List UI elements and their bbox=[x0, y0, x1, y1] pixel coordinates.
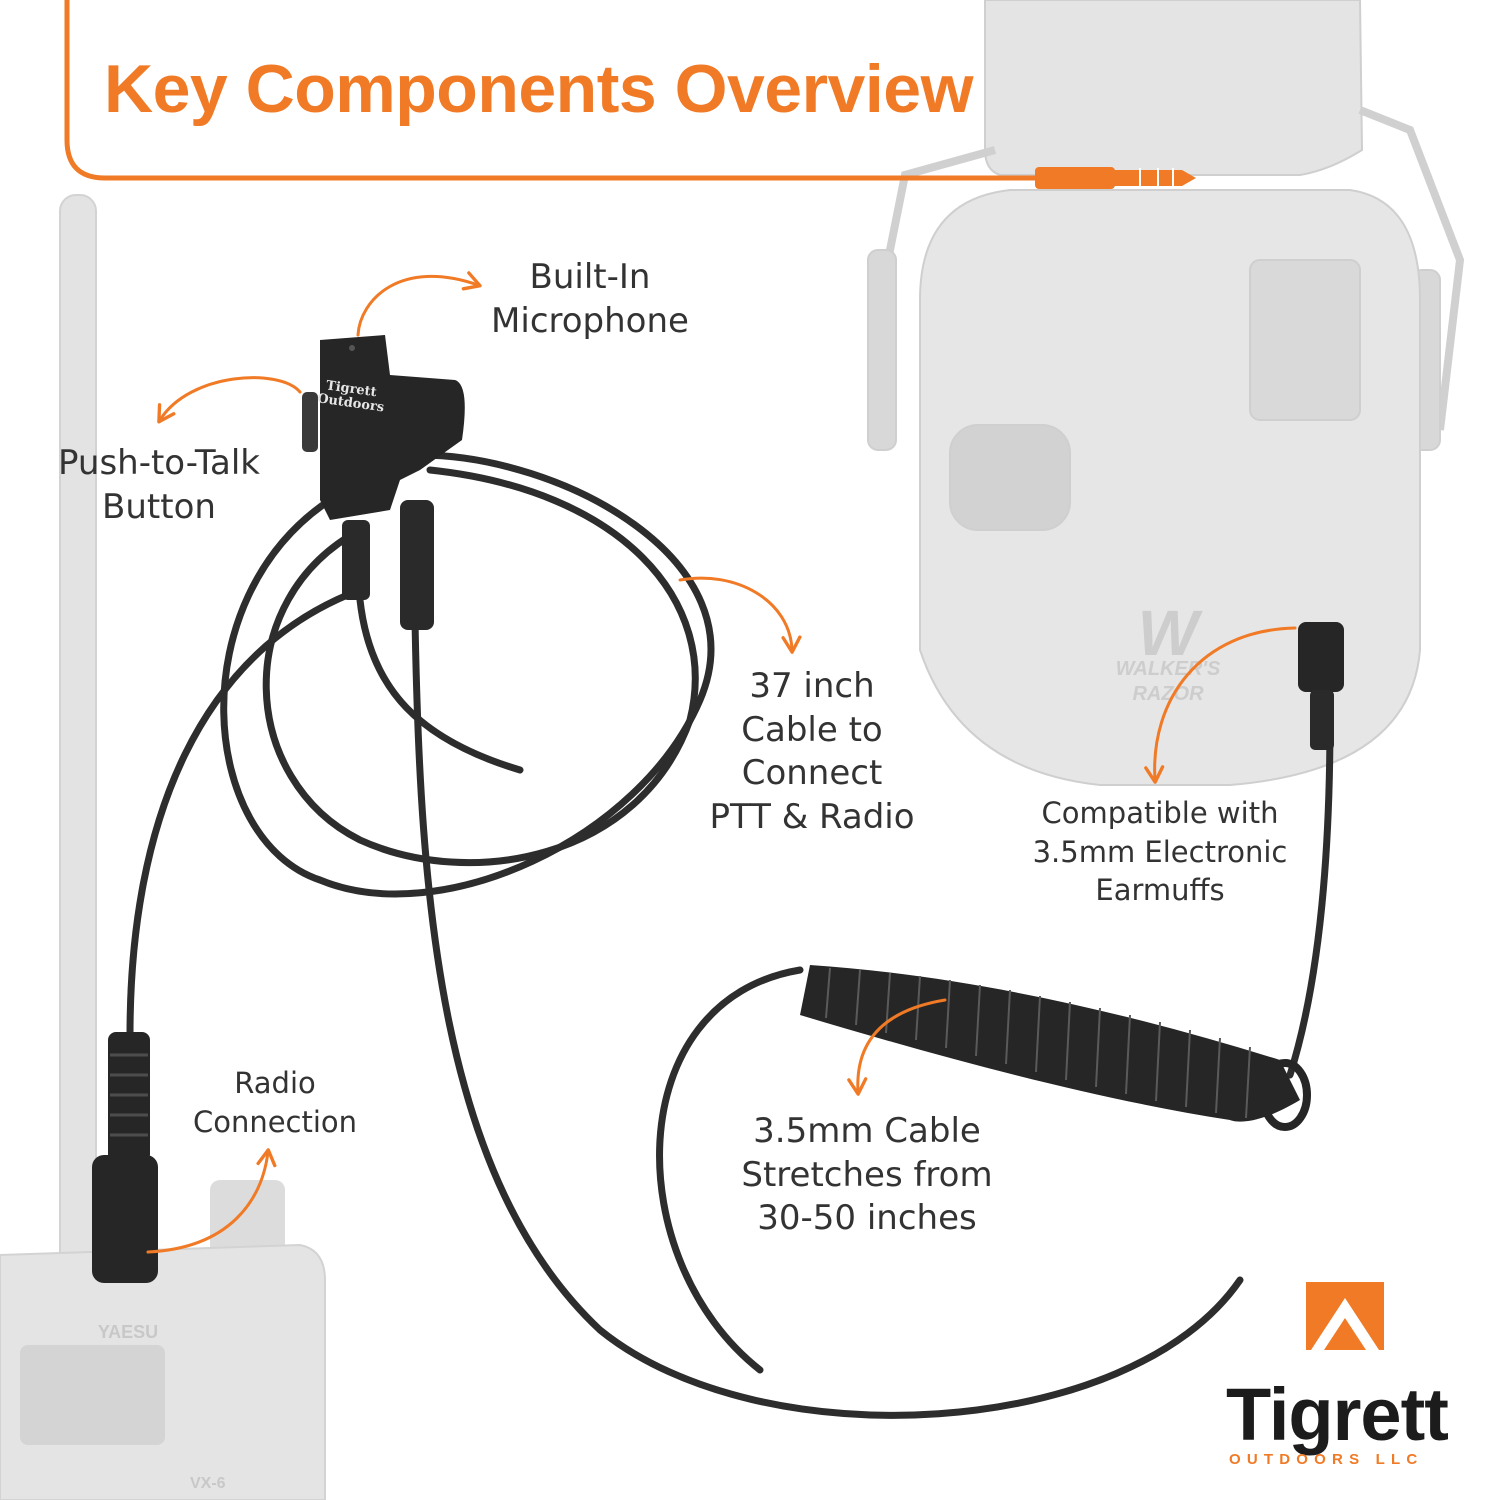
svg-text:WALKER'S: WALKER'S bbox=[1116, 658, 1221, 680]
radio-brand: YAESU bbox=[98, 1322, 158, 1342]
radio-knob bbox=[210, 1180, 285, 1260]
cable-loop-inner bbox=[262, 466, 699, 866]
coil-band bbox=[800, 965, 1300, 1122]
ptt-device: Tigrett Outdoors bbox=[302, 335, 465, 630]
svg-text:W: W bbox=[1138, 597, 1203, 669]
cable-to-radio bbox=[126, 586, 364, 1039]
arrow-icon-ptt bbox=[157, 376, 302, 424]
label-push-to-talk: Push-to-Talk Button bbox=[57, 443, 260, 527]
arrow-icon-microphone bbox=[356, 271, 482, 337]
earmuff-button-panel bbox=[1249, 259, 1361, 421]
arrow-icon-coil bbox=[847, 998, 947, 1096]
arrow-icon-cable bbox=[678, 576, 802, 654]
cable-coil-loop bbox=[656, 966, 804, 1374]
label-earmuff-compatibility: Compatible with 3.5mm Electronic Earmuff… bbox=[1032, 796, 1288, 908]
ptt-strain-relief bbox=[342, 520, 370, 600]
svg-text:RAZOR: RAZOR bbox=[1132, 683, 1204, 705]
microphone-hole bbox=[349, 345, 355, 351]
earmuff-headband bbox=[984, 0, 1364, 176]
ptt-side-button bbox=[302, 392, 318, 452]
radio-antenna bbox=[59, 194, 97, 1306]
earmuff-brand: W WALKER'S RAZOR bbox=[1116, 597, 1221, 705]
earmuff-slider-left bbox=[867, 249, 897, 451]
cable-to-earmuff bbox=[1286, 716, 1334, 1079]
earmuff-wire-right bbox=[1358, 106, 1465, 431]
earmuff-speaker-grille bbox=[949, 424, 1071, 531]
arrows bbox=[146, 271, 1297, 1254]
cables bbox=[126, 451, 1334, 1419]
arrow-icon-radio bbox=[146, 1148, 277, 1254]
arrow-icon-earmuffs bbox=[1144, 626, 1297, 784]
plug-icon bbox=[1035, 167, 1196, 189]
brand-logo-subtitle: OUTDOORS LLC bbox=[1229, 1451, 1424, 1468]
radio-connector bbox=[92, 1032, 158, 1283]
coil-end bbox=[1259, 1059, 1311, 1131]
ptt-body bbox=[320, 335, 465, 520]
cable-long-loop bbox=[411, 616, 1244, 1419]
brand-logo: Tigrett bbox=[1226, 1373, 1449, 1456]
label-radio-connection: Radio Connection bbox=[192, 1066, 358, 1140]
earmuff-jack bbox=[1298, 622, 1344, 750]
mountain-logo-icon bbox=[1306, 1282, 1384, 1350]
coil-ridges bbox=[825, 967, 1251, 1119]
page-title: Key Components Overview bbox=[104, 51, 973, 127]
radio-screen bbox=[20, 1345, 165, 1445]
label-coiled-cable: 3.5mm Cable Stretches from 30-50 inches bbox=[741, 1111, 993, 1239]
cable-loop-outer bbox=[220, 451, 715, 898]
coiled-cable bbox=[800, 965, 1311, 1131]
title-frame bbox=[64, 0, 1040, 181]
earmuffs-image: W WALKER'S RAZOR bbox=[867, 0, 1465, 786]
cable-ptt-down bbox=[356, 596, 524, 774]
ptt-jack bbox=[400, 500, 434, 630]
radio-image: YAESU VX-6 bbox=[0, 194, 326, 1500]
radio-model: VX-6 bbox=[190, 1475, 226, 1492]
label-microphone: Built-In Microphone bbox=[491, 257, 689, 341]
label-37-inch-cable: 37 inch Cable to Connect PTT & Radio bbox=[709, 666, 915, 837]
